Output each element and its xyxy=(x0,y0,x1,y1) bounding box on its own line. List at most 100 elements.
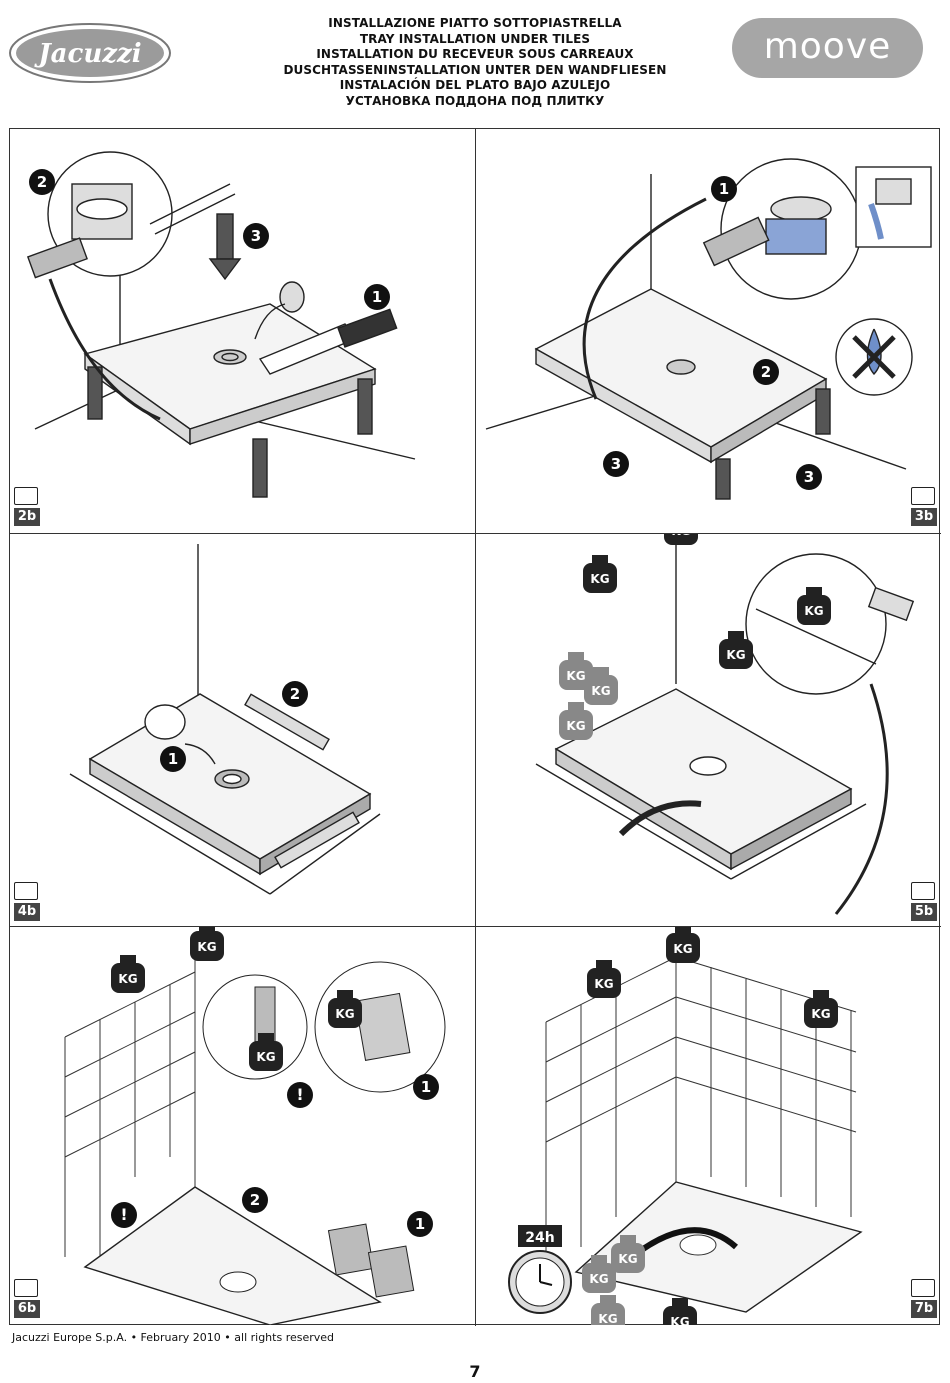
kg-weight-icon: KG xyxy=(190,927,224,961)
kg-weight-icon: KG xyxy=(249,1033,283,1071)
step-label: 4b xyxy=(14,903,40,921)
panel-step-6b: ! 1 ! 2 1 KG KG KG KG 6b xyxy=(10,927,475,1325)
title-de: DUSCHTASSENINSTALLATION UNTER DEN WANDFL… xyxy=(283,62,667,77)
svg-text:1: 1 xyxy=(168,750,178,768)
title-fr: INSTALLATION DU RECEVEUR SOUS CARREAUX xyxy=(316,47,634,61)
grid-divider-row2 xyxy=(10,926,941,927)
panel-step-2b: 2 3 1 2b xyxy=(10,129,475,527)
svg-text:KG: KG xyxy=(811,1007,830,1021)
kg-weight-icon: KG xyxy=(583,555,617,593)
svg-text:KG: KG xyxy=(671,534,690,538)
svg-text:KG: KG xyxy=(598,1312,617,1325)
step-tag-4b: 4b xyxy=(14,882,40,921)
svg-text:2: 2 xyxy=(250,1191,260,1209)
kg-weight-icon: KG xyxy=(582,1255,616,1293)
grid-divider-row1 xyxy=(10,533,941,534)
kg-weight-icon: KG xyxy=(587,960,621,998)
marker-1: 1 xyxy=(160,746,186,772)
svg-text:KG: KG xyxy=(256,1050,275,1064)
svg-text:KG: KG xyxy=(804,604,823,618)
step-tag-5b: 5b xyxy=(911,882,937,921)
marker-1-right: 1 xyxy=(407,1211,433,1237)
illustration-seal-test: 1 2 3 3 xyxy=(485,158,932,500)
kg-weight-icon: KG xyxy=(559,702,593,740)
svg-text:KG: KG xyxy=(589,1272,608,1286)
svg-text:2: 2 xyxy=(761,363,771,381)
svg-text:24h: 24h xyxy=(525,1230,554,1246)
marker-3-right: 3 xyxy=(796,464,822,490)
pencil-icon xyxy=(911,882,935,900)
panel-step-4b: 2 1 4b xyxy=(10,534,475,932)
title-ru: УСТАНОВКА ПОДДОНА ПОД ПЛИТКУ xyxy=(345,93,605,108)
kg-weight-icon: KG xyxy=(719,631,753,669)
svg-text:!: ! xyxy=(120,1205,127,1224)
marker-exclaim-left: ! xyxy=(111,1202,137,1228)
kg-weight-icon: KG xyxy=(559,652,593,690)
svg-text:3: 3 xyxy=(251,227,261,245)
pencil-icon xyxy=(911,487,935,505)
step-tag-2b: 2b xyxy=(14,487,40,526)
svg-text:!: ! xyxy=(296,1085,303,1104)
pencil-icon xyxy=(911,1279,935,1297)
title-block: INSTALLAZIONE PIATTO SOTTOPIASTRELLA TRA… xyxy=(250,16,700,109)
marker-1: 1 xyxy=(711,176,737,202)
svg-text:1: 1 xyxy=(719,180,729,198)
svg-text:KG: KG xyxy=(591,684,610,698)
kg-weight-icon: KG xyxy=(591,1295,625,1325)
title-es: INSTALACIÓN DEL PLATO BAJO AZULEJO xyxy=(339,78,611,92)
step-tag-6b: 6b xyxy=(14,1279,40,1318)
pencil-icon xyxy=(14,882,38,900)
marker-2: 2 xyxy=(753,359,779,385)
svg-text:2: 2 xyxy=(37,173,47,191)
marker-3: 3 xyxy=(243,223,269,249)
kg-weight-icon: KG xyxy=(666,927,700,963)
svg-text:KG: KG xyxy=(670,1315,689,1325)
kg-weight-icon: KG xyxy=(663,1298,697,1325)
svg-text:KG: KG xyxy=(335,1007,354,1021)
illustration-tiling: ! 1 ! 2 1 KG KG KG KG xyxy=(64,927,446,1325)
step-tag-7b: 7b xyxy=(911,1279,937,1318)
step-label: 5b xyxy=(911,903,937,921)
footer-copyright: Jacuzzi Europe S.p.A. • February 2010 • … xyxy=(12,1331,335,1344)
brand-badge: moove xyxy=(732,18,923,78)
marker-2: 2 xyxy=(242,1187,268,1213)
svg-text:KG: KG xyxy=(673,942,692,956)
step-label: 7b xyxy=(911,1300,937,1318)
pencil-icon xyxy=(14,1279,38,1297)
svg-text:KG: KG xyxy=(118,972,137,986)
svg-text:Jacuzzi: Jacuzzi xyxy=(33,39,141,69)
svg-text:KG: KG xyxy=(197,940,216,954)
title-en: TRAY INSTALLATION UNDER TILES xyxy=(359,31,591,46)
page-header: Jacuzzi INSTALLAZIONE PIATTO SOTTOPIASTR… xyxy=(0,0,950,125)
illustration-level-check: 2 1 xyxy=(69,544,381,895)
svg-text:KG: KG xyxy=(726,648,745,662)
title-it: INSTALLAZIONE PIATTO SOTTOPIASTRELLA xyxy=(328,16,622,30)
kg-weight-icon: KG xyxy=(664,534,698,545)
instruction-grid: 2 3 1 2b xyxy=(9,128,941,1326)
svg-text:3: 3 xyxy=(611,455,621,473)
marker-2: 2 xyxy=(29,169,55,195)
marker-1: 1 xyxy=(364,284,390,310)
marker-3-left: 3 xyxy=(603,451,629,477)
page-number: 7 xyxy=(469,1362,481,1381)
kg-weight-icon: KG xyxy=(328,990,362,1028)
marker-1-top: 1 xyxy=(413,1074,439,1100)
svg-text:1: 1 xyxy=(415,1215,425,1233)
step-label: 3b xyxy=(911,508,937,526)
pencil-icon xyxy=(14,487,38,505)
clock-icon: 24h xyxy=(508,1225,572,1314)
step-tag-3b: 3b xyxy=(911,487,937,526)
kg-weight-icon: KG xyxy=(611,1235,645,1273)
svg-text:KG: KG xyxy=(594,977,613,991)
svg-text:1: 1 xyxy=(372,288,382,306)
svg-text:2: 2 xyxy=(290,685,300,703)
svg-text:3: 3 xyxy=(804,468,814,486)
illustration-drain-install: 2 3 1 xyxy=(26,151,416,498)
kg-weight-icon: KG xyxy=(584,667,618,705)
step-label: 2b xyxy=(14,508,40,526)
svg-text:1: 1 xyxy=(421,1078,431,1096)
panel-step-3b: 1 2 3 3 3b xyxy=(476,129,941,527)
